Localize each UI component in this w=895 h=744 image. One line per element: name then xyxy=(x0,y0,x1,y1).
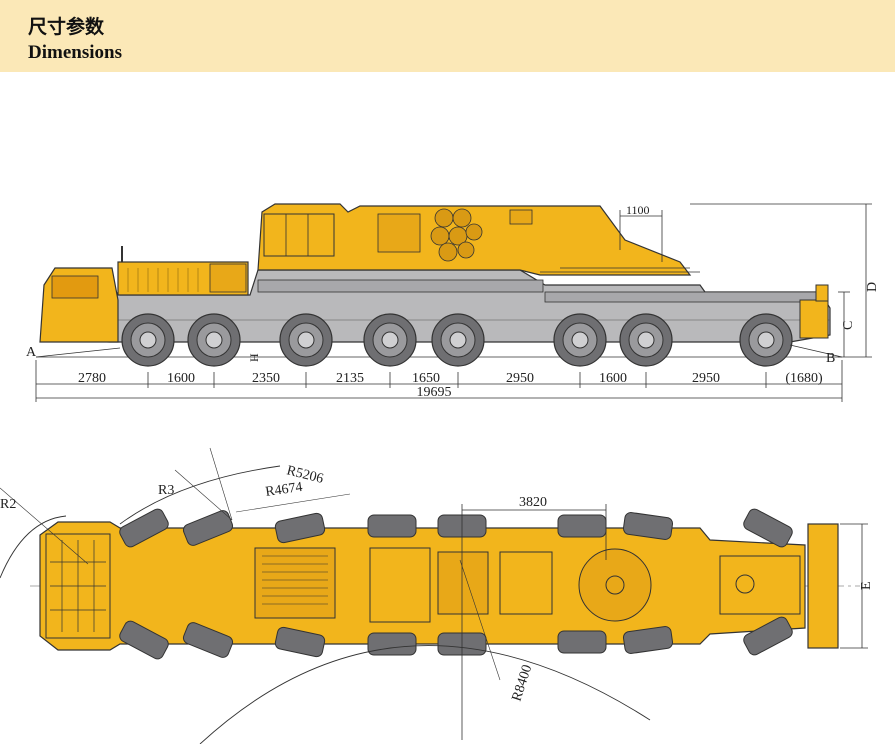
superstructure-rails xyxy=(540,267,700,273)
segment-label: 2780 xyxy=(78,371,106,386)
segment-labels: 2780 1600 2350 2135 1650 2950 1600 2950 … xyxy=(78,371,823,400)
label-3820: 3820 xyxy=(519,495,547,510)
slewing-ring xyxy=(578,548,652,622)
cab-window xyxy=(51,275,99,299)
label-r8400: R8400 xyxy=(510,663,536,703)
segment-label: 2950 xyxy=(506,371,534,386)
header-bar: 尺寸参数 Dimensions xyxy=(0,0,895,72)
top-view-crane xyxy=(0,447,868,744)
turning-arcs xyxy=(0,447,651,744)
label-r4674: R4674 xyxy=(264,480,303,500)
label-c: C xyxy=(841,321,856,330)
engine-louvers xyxy=(254,547,336,619)
dim-1100-lines xyxy=(619,210,663,262)
counterweight-pattern xyxy=(430,208,483,262)
segment-label: 2135 xyxy=(336,371,364,386)
vertical-dims xyxy=(690,203,872,358)
title-chinese: 尺寸参数 xyxy=(28,16,105,38)
rear-module xyxy=(719,555,801,615)
cab-top xyxy=(45,533,111,639)
dim-1100: 1100 xyxy=(626,203,650,217)
operator-cab xyxy=(263,213,335,257)
side-panel xyxy=(377,213,421,253)
radiator-grille xyxy=(209,263,247,293)
title-english: Dimensions xyxy=(28,42,122,63)
deck-plate xyxy=(369,547,431,623)
winch-housing xyxy=(437,551,489,615)
slew-frame xyxy=(499,551,553,615)
rear-outrigger-top xyxy=(807,523,839,649)
rear-outrigger xyxy=(799,299,829,339)
segment-label: 2350 xyxy=(252,371,280,386)
label-b: B xyxy=(826,351,835,366)
segment-label: 1650 xyxy=(412,371,440,386)
top-body xyxy=(39,521,806,651)
frame-rail xyxy=(257,279,544,293)
rear-rail xyxy=(544,291,826,303)
label-r3: R3 xyxy=(158,483,174,498)
dim-3820-lines xyxy=(461,504,607,740)
side-view-crane xyxy=(35,203,843,367)
label-h: H xyxy=(247,353,261,362)
segment-label: 1600 xyxy=(167,371,195,386)
label-d: D xyxy=(865,282,880,292)
total-length: 19695 xyxy=(417,385,452,400)
segment-label: 2950 xyxy=(692,371,720,386)
label-a: A xyxy=(26,345,37,360)
segment-dim-lines xyxy=(35,360,843,402)
segment-label: 1600 xyxy=(599,371,627,386)
label-r2: R2 xyxy=(0,497,16,512)
dim-e-lines xyxy=(840,523,868,649)
label-e: E xyxy=(859,581,874,590)
segment-label: (1680) xyxy=(785,371,823,386)
